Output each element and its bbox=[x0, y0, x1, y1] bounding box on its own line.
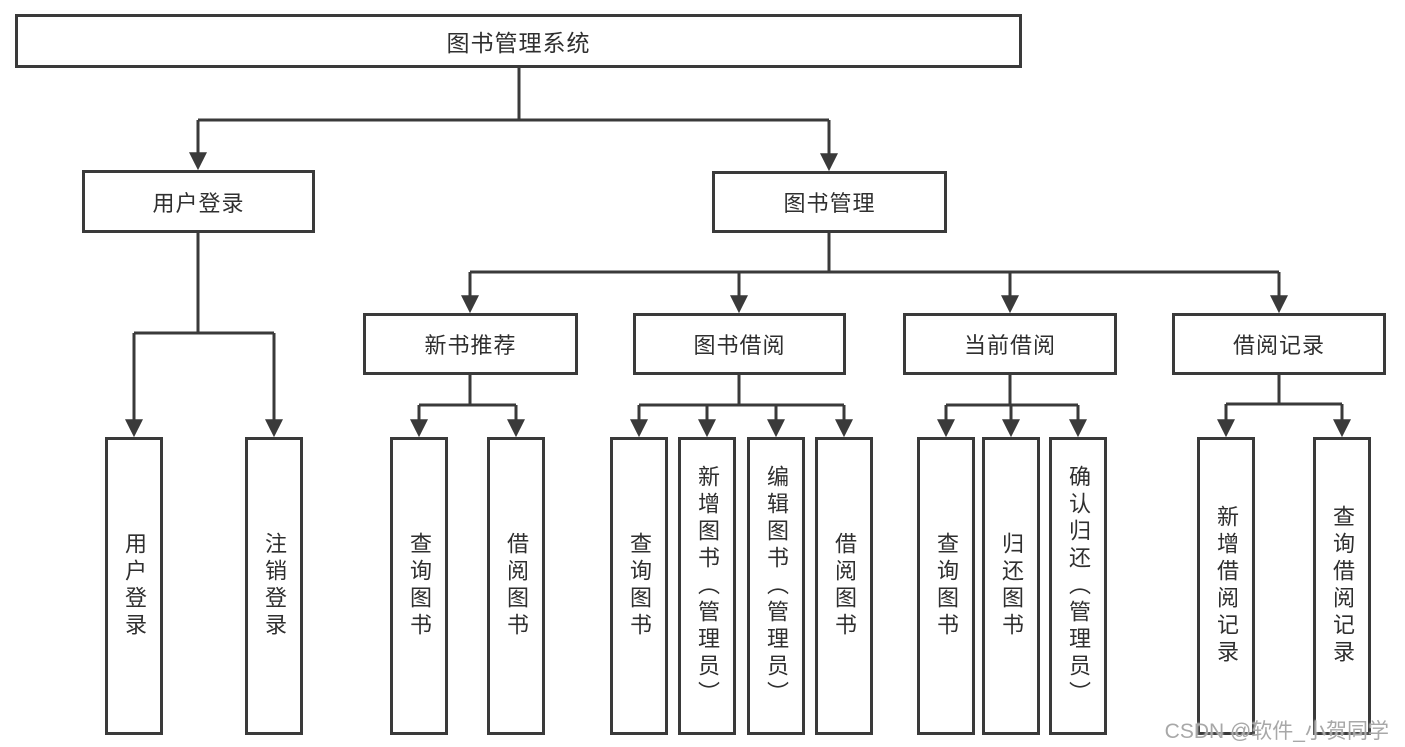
leaf-confirm-return-admin: 确认归还（管理员） bbox=[1049, 437, 1107, 735]
node-borrow-records: 借阅记录 bbox=[1172, 313, 1386, 375]
leaf-borrow-books-recommend-label: 借阅图书 bbox=[504, 532, 529, 640]
leaf-query-books-borrow-label: 查询图书 bbox=[627, 532, 652, 640]
leaf-add-book-admin: 新增图书（管理员） bbox=[678, 437, 736, 735]
leaf-add-borrow-record-label: 新增借阅记录 bbox=[1214, 505, 1239, 667]
leaf-query-borrow-record-label: 查询借阅记录 bbox=[1330, 505, 1355, 667]
leaf-edit-book-admin-label: 编辑图书（管理员） bbox=[764, 464, 789, 708]
leaf-query-borrow-record: 查询借阅记录 bbox=[1313, 437, 1371, 735]
leaf-query-books-recommend: 查询图书 bbox=[390, 437, 448, 735]
leaf-logout-label: 注销登录 bbox=[262, 532, 287, 640]
leaf-confirm-return-admin-label: 确认归还（管理员） bbox=[1066, 464, 1091, 708]
node-book-borrow-label: 图书借阅 bbox=[693, 333, 786, 358]
node-root-label: 图书管理系统 bbox=[446, 30, 591, 56]
node-current-borrow: 当前借阅 bbox=[903, 313, 1117, 375]
leaf-borrow-books-borrow: 借阅图书 bbox=[815, 437, 873, 735]
leaf-borrow-books-recommend: 借阅图书 bbox=[487, 437, 545, 735]
node-root: 图书管理系统 bbox=[15, 14, 1022, 68]
leaf-user-login: 用户登录 bbox=[105, 437, 163, 735]
leaf-return-books-label: 归还图书 bbox=[999, 532, 1024, 640]
watermark-text: CSDN @软件_小贺同学 bbox=[1164, 720, 1389, 743]
leaf-user-login-label: 用户登录 bbox=[122, 532, 147, 640]
leaf-return-books: 归还图书 bbox=[982, 437, 1040, 735]
leaf-query-books-recommend-label: 查询图书 bbox=[407, 532, 432, 640]
node-book-management-label: 图书管理 bbox=[783, 191, 876, 216]
node-book-borrow: 图书借阅 bbox=[633, 313, 846, 375]
leaf-query-books-borrow: 查询图书 bbox=[610, 437, 668, 735]
leaf-add-borrow-record: 新增借阅记录 bbox=[1197, 437, 1255, 735]
leaf-query-books-current: 查询图书 bbox=[917, 437, 975, 735]
leaf-edit-book-admin: 编辑图书（管理员） bbox=[747, 437, 805, 735]
leaf-query-books-current-label: 查询图书 bbox=[934, 532, 959, 640]
leaf-add-book-admin-label: 新增图书（管理员） bbox=[695, 464, 720, 708]
node-borrow-records-label: 借阅记录 bbox=[1232, 333, 1325, 358]
leaf-logout: 注销登录 bbox=[245, 437, 303, 735]
node-current-borrow-label: 当前借阅 bbox=[963, 333, 1056, 358]
node-user-login: 用户登录 bbox=[82, 170, 315, 233]
node-new-book-recommend-label: 新书推荐 bbox=[424, 333, 517, 358]
node-user-login-label: 用户登录 bbox=[152, 190, 245, 216]
node-new-book-recommend: 新书推荐 bbox=[363, 313, 578, 375]
node-book-management: 图书管理 bbox=[712, 171, 947, 233]
leaf-borrow-books-borrow-label: 借阅图书 bbox=[832, 532, 857, 640]
